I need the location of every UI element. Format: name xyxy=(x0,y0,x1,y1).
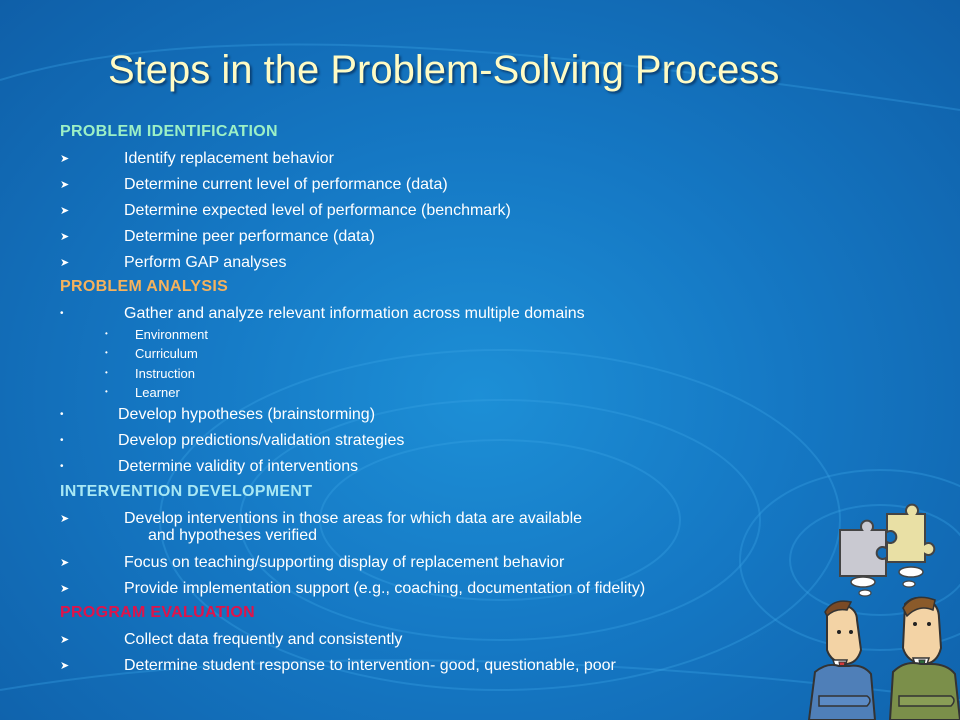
two-people-thinking-puzzle-icon xyxy=(807,503,960,720)
section-heading-analysis: PROBLEM ANALYSIS xyxy=(60,278,229,295)
arrowhead-bullet-icon: ➤ xyxy=(60,231,70,243)
arrowhead-bullet-icon: ➤ xyxy=(60,634,70,646)
arrowhead-bullet-icon: ➤ xyxy=(60,179,70,191)
dot-bullet-icon: • xyxy=(60,409,64,420)
arrowhead-bullet-icon: ➤ xyxy=(60,583,70,595)
arrowhead-bullet-icon: ➤ xyxy=(60,257,70,269)
dot-bullet-icon: • xyxy=(60,308,64,319)
dot-bullet-icon: • xyxy=(105,368,108,377)
arrowhead-bullet-icon: ➤ xyxy=(60,513,70,525)
section-heading-evaluation: PROGRAM EVALUATION xyxy=(60,604,256,621)
section-heading-development: INTERVENTION DEVELOPMENT xyxy=(60,483,313,500)
dot-bullet-icon: • xyxy=(105,329,108,338)
arrowhead-bullet-icon: ➤ xyxy=(60,557,70,569)
arrowhead-bullet-icon: ➤ xyxy=(60,660,70,672)
section-heading-identification: PROBLEM IDENTIFICATION xyxy=(60,123,278,140)
dot-bullet-icon: • xyxy=(60,461,64,472)
dot-bullet-icon: • xyxy=(105,387,108,396)
dot-bullet-icon: • xyxy=(105,348,108,357)
slide-title: Steps in the Problem-Solving Process xyxy=(108,48,780,92)
arrowhead-bullet-icon: ➤ xyxy=(60,205,70,217)
arrowhead-bullet-icon: ➤ xyxy=(60,153,70,165)
dot-bullet-icon: • xyxy=(60,435,64,446)
